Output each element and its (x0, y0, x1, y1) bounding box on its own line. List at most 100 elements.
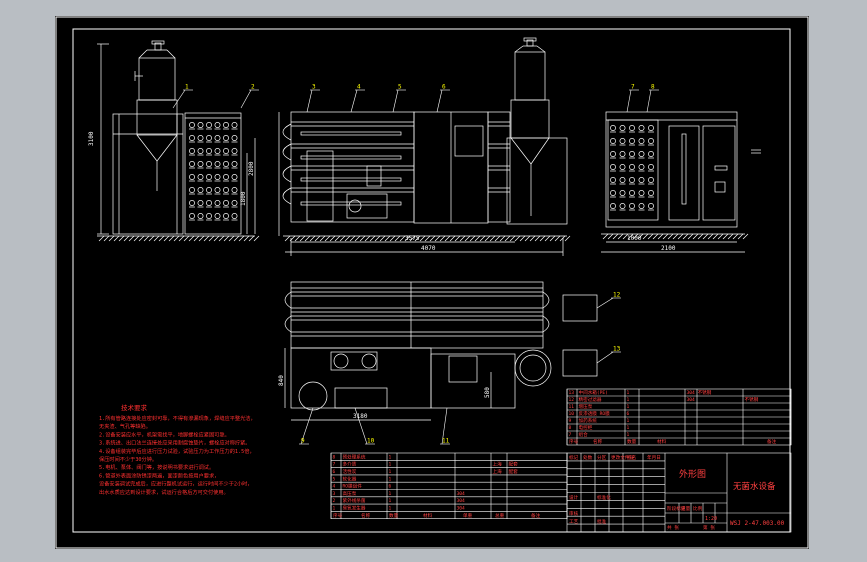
ground-hatch (299, 235, 306, 242)
ground-hatch (188, 235, 195, 242)
title-block-label: 标记 (569, 454, 579, 461)
dim-right-width-inner: 1000 (627, 235, 642, 242)
parts-cell: 配套 (509, 461, 519, 468)
parts-cell: 软化器 (343, 475, 357, 482)
ground-hatch (687, 233, 694, 240)
membrane-housing-end (648, 151, 654, 157)
ground-hatch (384, 235, 391, 242)
ground-hatch (617, 233, 624, 240)
ground-hatch (208, 235, 215, 242)
membrane-housing-end (619, 138, 626, 144)
dim-right-width-total: 2100 (661, 245, 676, 252)
ground-hatch (304, 235, 311, 242)
tech-requirements-title: 技术要求 (121, 403, 148, 412)
parts-cell: 11 (569, 404, 575, 410)
tech-requirement-line: 5.电机、泵体、阀门等，按说明书要求进行调试。 (99, 463, 214, 471)
parts-cell: 1 (389, 506, 392, 512)
parts-cell: 304 (457, 491, 466, 497)
ground-hatch (213, 235, 220, 242)
membrane-housing-end (214, 122, 221, 128)
membrane-housing-end (648, 125, 654, 131)
parts-cell: 10 (569, 411, 575, 417)
tech-requirement-line: 1.所有管路连接处应密封可靠，不得有渗漏现象，焊缝应平整光洁， (99, 414, 256, 422)
membrane-housing-end (231, 213, 238, 219)
ground-hatch (193, 235, 200, 242)
membrane-housing-end (648, 203, 654, 209)
balloon-number: 12 (613, 292, 621, 299)
membrane-housing-end (206, 135, 212, 141)
membrane-housing-end (638, 190, 645, 196)
ground-hatch (153, 235, 160, 242)
parts-cell: 不锈钢 (745, 396, 759, 403)
membrane-housing-end (206, 148, 212, 154)
ground-hatch (429, 235, 436, 242)
drawing-number: WSJ 2-47.003.00 (730, 520, 785, 527)
ground-hatch (642, 233, 649, 240)
right-side-view (601, 111, 761, 253)
ground-hatch (627, 233, 634, 240)
membrane-housing-end (638, 177, 645, 183)
parts-header-cell: 备注 (531, 512, 541, 519)
parts-cell: 上海 (493, 468, 503, 475)
ground-hatch (143, 235, 150, 242)
ground-hatch (559, 235, 566, 242)
membrane-housing-end (231, 161, 238, 167)
membrane-housing-end (189, 135, 195, 141)
membrane-housing-end (214, 213, 221, 219)
title-block-label: 阶段标记 (667, 505, 686, 512)
ground-hatch (439, 235, 446, 242)
parts-header-cell: 单重 (463, 512, 473, 519)
balloon-number: 11 (442, 438, 450, 445)
ground-hatch (138, 235, 145, 242)
membrane-housing-end (206, 213, 212, 219)
title-block-label: 批准 (597, 518, 607, 525)
ground-hatch (602, 233, 609, 240)
ground-hatch (319, 235, 326, 242)
ground-hatch (549, 235, 556, 242)
ground-hatch (697, 233, 704, 240)
title-block-label: 处数 (583, 454, 593, 461)
membrane-housing-end (214, 187, 221, 193)
ground-hatch (652, 233, 659, 240)
parts-cell: 1 (627, 425, 630, 431)
view-name: 外形图 (679, 468, 706, 480)
parts-cell: 7 (569, 432, 572, 438)
balloon-leader (240, 89, 252, 109)
balloon-leader (354, 407, 368, 445)
membrane-housing-end (610, 164, 616, 170)
membrane-housing-end (610, 151, 616, 157)
ground-hatch (369, 235, 376, 242)
ground-hatch (682, 233, 689, 240)
ground-hatch (612, 233, 619, 240)
parts-header-cell: 备注 (767, 438, 777, 445)
title-block-label: 年月日 (647, 454, 661, 461)
ground-hatch (198, 235, 205, 242)
tech-requirement-line: 保压时间不少于30分钟。 (99, 455, 157, 463)
membrane-housing-end (223, 135, 229, 141)
membrane-housing-end (629, 164, 635, 170)
membrane-housing-end (223, 213, 229, 219)
membrane-housing-end (629, 203, 635, 209)
membrane-housing-end (231, 122, 238, 128)
membrane-housing-end (206, 161, 212, 167)
dimension-labels: 3100 1800 2800 3575 4070 1000 2100 3180 … (88, 131, 676, 420)
ground-hatch (637, 233, 644, 240)
tech-requirement-line: 出水水质应达到设计要求，试运行合格后方可交付使用。 (99, 488, 229, 496)
ground-hatch (339, 235, 346, 242)
membrane-housing-end (629, 177, 635, 183)
membrane-housing-end (206, 200, 212, 206)
membrane-housing-end (619, 177, 626, 183)
membrane-housing-end (619, 151, 626, 157)
balloon-number: 5 (398, 84, 402, 91)
parts-cell: 2 (333, 498, 336, 504)
ground-hatch (647, 233, 654, 240)
membrane-housing-end (197, 213, 204, 219)
membrane-housing-end (629, 138, 635, 144)
balloon-leader (350, 89, 358, 113)
parts-cell: 增压泵 (579, 403, 593, 410)
ground-hatch (218, 235, 225, 242)
title-block-label: 分区 (597, 454, 607, 461)
membrane-housing-end (197, 161, 204, 167)
title-block-label: 更改文件号 (611, 454, 634, 461)
